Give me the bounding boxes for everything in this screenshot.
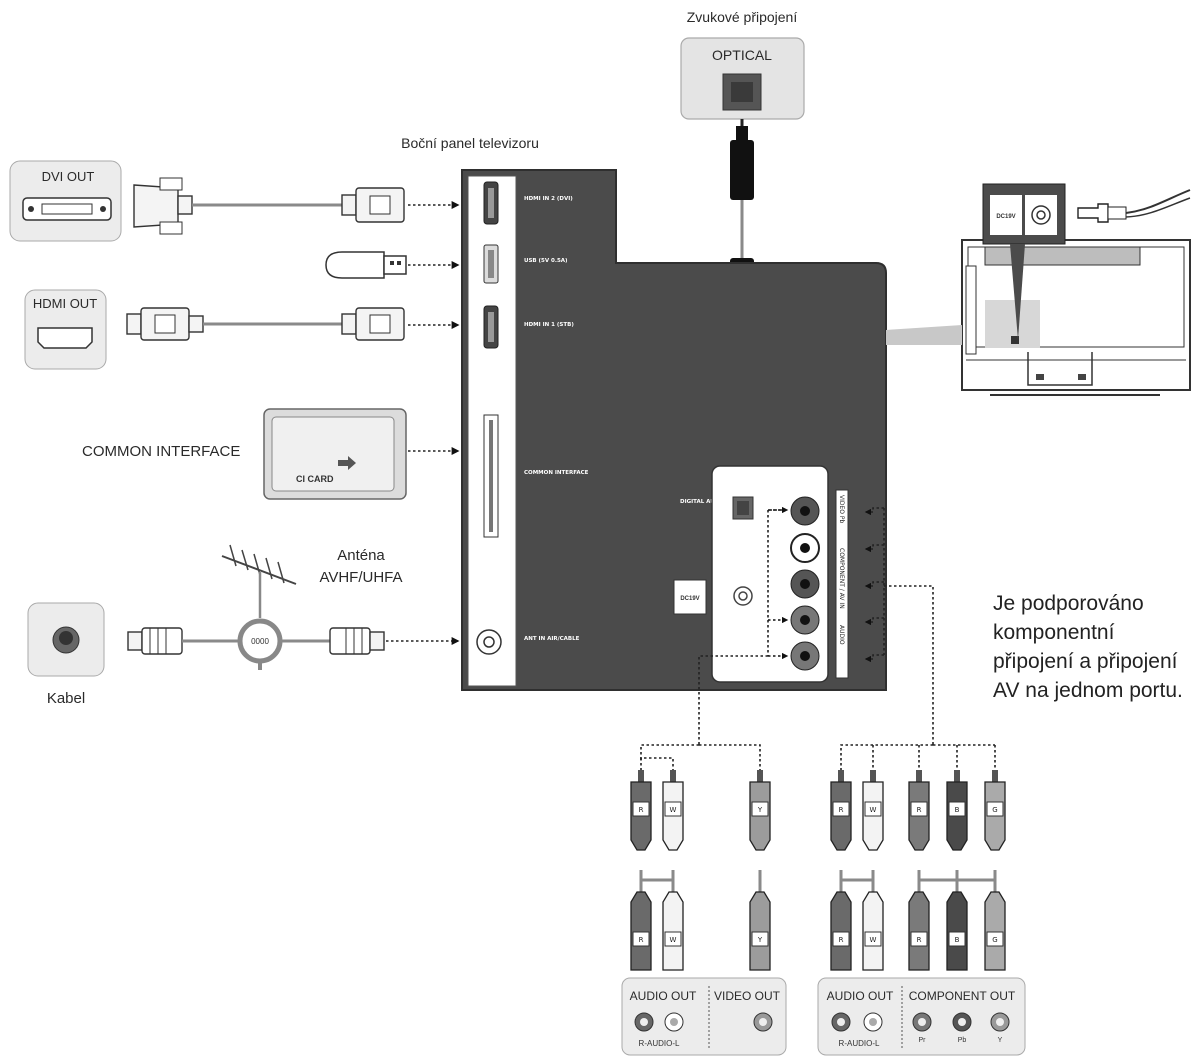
av-audio-out-label: AUDIO OUT bbox=[630, 989, 697, 1003]
optical-label: OPTICAL bbox=[712, 47, 772, 63]
rca-plug-letter: W bbox=[870, 806, 877, 814]
component-cable-group bbox=[839, 744, 997, 892]
rca-plug-letter: R bbox=[839, 806, 844, 814]
rca-plug-letter: R bbox=[639, 936, 644, 944]
audio-port-label: AUDIO bbox=[838, 625, 845, 645]
ant-in-port-label: ANT IN AIR/CABLE bbox=[524, 636, 580, 642]
av-jack-panel bbox=[711, 465, 849, 683]
rca-plug-letter: W bbox=[670, 806, 677, 814]
rca-plug-letter: B bbox=[955, 936, 960, 944]
ci-card-label: CI CARD bbox=[296, 474, 334, 484]
antenna-cable: 0000 bbox=[127, 618, 460, 670]
av-audio-sub-label: R-AUDIO-L bbox=[639, 1039, 680, 1048]
rca-plug: R bbox=[830, 891, 852, 992]
rca-plug-letter: Y bbox=[757, 936, 763, 944]
side-panel-label: Boční panel televizoru bbox=[401, 135, 539, 151]
usb-stick bbox=[325, 251, 460, 279]
rca-plug-letter: W bbox=[870, 936, 877, 944]
dc-label-bg bbox=[673, 579, 707, 615]
rca-plug: B bbox=[946, 770, 968, 851]
rca-plug: R bbox=[908, 891, 930, 992]
audio-connection-label: Zvukové připojení bbox=[687, 9, 798, 25]
splitter-label: 0000 bbox=[251, 637, 269, 646]
rca-plug-letter: G bbox=[992, 936, 997, 944]
component-out-label: COMPONENT OUT bbox=[909, 989, 1016, 1003]
rca-plug: G bbox=[984, 770, 1006, 851]
component-pr-label: Pr bbox=[919, 1037, 927, 1044]
cable-wall-socket: Kabel bbox=[27, 602, 105, 707]
common-interface-label: COMMON INTERFACE bbox=[82, 443, 240, 460]
hdmi1-port-label: HDMI IN 1 (STB) bbox=[524, 322, 574, 328]
dvi-hdmi-cable bbox=[133, 177, 460, 235]
rca-plug-letter: Y bbox=[757, 806, 763, 814]
rca-plug: R bbox=[830, 770, 852, 851]
dc19v-label: DC19V bbox=[680, 596, 699, 602]
rca-plug: W bbox=[662, 770, 684, 851]
dvi-out-device: DVI OUT bbox=[9, 160, 122, 242]
rca-plug: W bbox=[862, 891, 884, 992]
component-output-device: AUDIO OUT COMPONENT OUT R-AUDIO-L Pr Pb … bbox=[817, 977, 1026, 1056]
rca-plug: Y bbox=[749, 891, 771, 992]
av-video-out-label: VIDEO OUT bbox=[714, 989, 781, 1003]
usb-port bbox=[483, 244, 499, 284]
jack-arrows bbox=[698, 507, 934, 745]
ci-slot bbox=[483, 414, 499, 538]
cable-label: Kabel bbox=[47, 690, 85, 707]
rca-plug: G bbox=[984, 891, 1006, 992]
tv-front: DC19V bbox=[886, 183, 1191, 396]
usb-port-label: USB (5V 0.5A) bbox=[524, 258, 568, 264]
rca-plug: Y bbox=[749, 770, 771, 851]
antenna-icon bbox=[221, 544, 297, 618]
optical-port-box: OPTICAL bbox=[680, 37, 805, 120]
antenna-label: Anténa bbox=[337, 547, 385, 564]
video-pb-label: VIDEO Pb bbox=[838, 495, 845, 524]
hdmi1-port bbox=[483, 305, 499, 349]
rca-plug-letter: R bbox=[917, 806, 922, 814]
hdmi2-port-label: HDMI IN 2 (DVI) bbox=[524, 196, 573, 202]
dvi-out-label: DVI OUT bbox=[42, 169, 95, 184]
component-pb-label: Pb bbox=[958, 1037, 967, 1044]
component-audio-out-label: AUDIO OUT bbox=[827, 989, 894, 1003]
av-output-device: AUDIO OUT VIDEO OUT R-AUDIO-L bbox=[621, 977, 787, 1056]
rca-plug-letter: R bbox=[839, 936, 844, 944]
ant-in-port bbox=[476, 629, 502, 655]
ci-port-label: COMMON INTERFACE bbox=[524, 470, 589, 476]
hdmi-out-label: HDMI OUT bbox=[33, 296, 97, 311]
support-note: Je podporováno komponentní připojení a p… bbox=[993, 592, 1183, 702]
rca-plug: R bbox=[630, 770, 652, 851]
av-cable-group bbox=[639, 744, 762, 892]
rca-plug: R bbox=[908, 770, 930, 851]
component-av-in-label: COMPONENT / AV IN bbox=[838, 548, 845, 609]
rca-plug: B bbox=[946, 891, 968, 992]
hdmi-cable bbox=[126, 307, 460, 341]
rca-plug: R bbox=[630, 891, 652, 992]
tv-dc19v-label: DC19V bbox=[996, 214, 1015, 220]
component-y-label: Y bbox=[998, 1037, 1003, 1044]
rca-plug: W bbox=[662, 891, 684, 992]
ci-card: CI CARD bbox=[263, 408, 460, 500]
antenna-type-label: AVHF/UHFA bbox=[319, 569, 402, 586]
rca-plug-letter: W bbox=[670, 936, 677, 944]
component-audio-sub-label: R-AUDIO-L bbox=[839, 1039, 880, 1048]
rca-plug-letter: R bbox=[639, 806, 644, 814]
hdmi2-port bbox=[483, 181, 499, 225]
rca-plug-letter: R bbox=[917, 936, 922, 944]
rca-plug: W bbox=[862, 770, 884, 851]
rca-plug-letter: G bbox=[992, 806, 997, 814]
rca-plug-letter: B bbox=[955, 806, 960, 814]
hdmi-out-device: HDMI OUT bbox=[24, 289, 107, 370]
